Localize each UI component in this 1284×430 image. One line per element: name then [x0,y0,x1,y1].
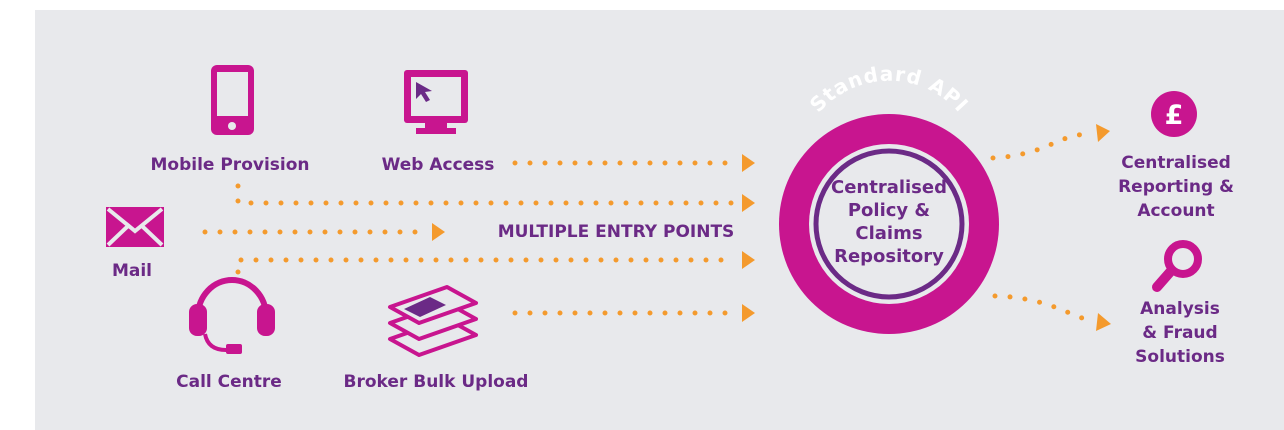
standard-api-label: Standard API [805,62,974,117]
magnifier-icon [1152,240,1202,292]
repository-line-3: Claims [855,223,922,244]
analysis-line-2: & Fraud [1142,323,1217,343]
arrowhead-reporting [1096,124,1110,142]
arrowhead-call [742,251,755,269]
repository-line-2: Policy & [848,200,930,221]
connector-call [235,257,738,275]
arrowhead-web [742,154,755,172]
connectors [202,129,1095,325]
arrowhead-mail [432,223,445,241]
mail-label: Mail [112,261,152,281]
connector-analysis [992,293,1095,325]
call-centre-label: Call Centre [176,372,282,392]
broker-bulk-upload-label: Broker Bulk Upload [344,372,529,392]
reporting-line-2: Reporting & [1118,177,1234,197]
connector-mobile [235,183,738,206]
reporting-line-3: Account [1137,201,1214,221]
arrowhead-mobile [742,194,755,212]
multiple-entry-points-label: MULTIPLE ENTRY POINTS [498,222,735,242]
monitor-cursor-icon [404,70,468,134]
stacked-layers-icon [388,285,478,357]
analysis-line-1: Analysis [1140,299,1220,319]
repository-line-1: Centralised [831,177,947,198]
svg-text:£: £ [1165,100,1184,131]
repository-line-4: Repository [834,246,944,267]
envelope-icon [106,207,164,247]
reporting-line-1: Centralised [1121,153,1231,173]
web-access-label: Web Access [382,155,495,175]
analysis-line-3: Solutions [1135,347,1225,367]
connector-reporting [990,129,1093,161]
pound-coin-icon: £ [1151,91,1197,137]
standard-api-hub: Standard API Centralised Policy & Claims… [779,62,999,334]
headset-icon [189,277,275,354]
mobile-phone-icon [211,65,254,135]
mobile-provision-label: Mobile Provision [150,155,309,175]
arrowhead-analysis [1096,313,1111,331]
arrowheads [432,124,1111,331]
arrowhead-broker [742,304,755,322]
